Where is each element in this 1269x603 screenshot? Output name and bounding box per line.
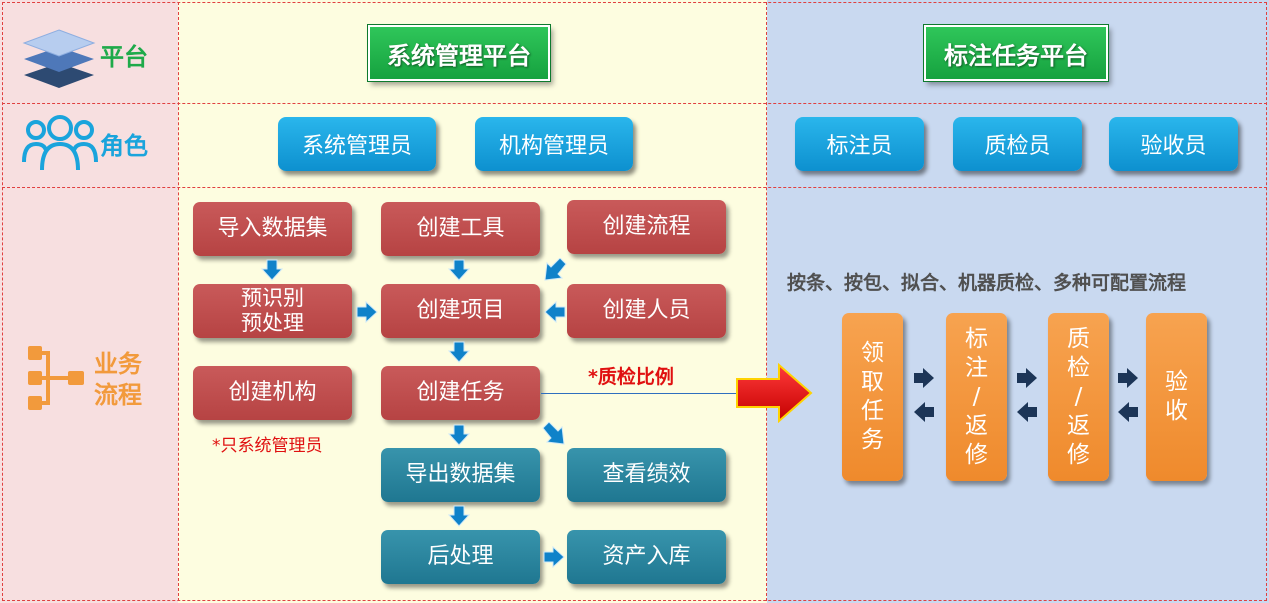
step-inspect-char: 检 [1067,354,1090,381]
step-create-workflow: 创建流程 [567,200,726,254]
step-accept-char: 收 [1165,398,1188,424]
arrow-down-right-icon [542,422,565,445]
arrow-down-icon [448,505,470,527]
step-create-org: 创建机构 [193,366,352,420]
step-create-task: 创建任务 [381,366,540,420]
step-preprocess-line1: 预识别 [241,286,304,310]
system-platform-title: 系统管理平台 [367,24,551,82]
category-process-label-line1: 业务 [94,350,142,378]
step-accept: 验 收 [1146,313,1207,481]
step-create-tool: 创建工具 [381,202,540,256]
annotation-platform-title: 标注任务平台 [923,24,1109,82]
step-accept-char: 验 [1165,369,1188,395]
arrow-right-icon [914,368,934,388]
step-inspect-char: 修 [1067,441,1090,468]
annotation-platform-column [767,0,1269,603]
category-process-label-line2: 流程 [94,381,142,409]
category-column [0,0,178,603]
category-platform-label: 平台 [100,43,148,71]
step-annotate-rework: 标 注 / 返 修 [946,313,1007,481]
arrow-right-icon [1118,368,1138,388]
step-preprocess-line2: 预处理 [241,311,304,335]
process-tree-icon [28,346,84,410]
big-right-arrow-icon [736,363,813,423]
arrow-down-icon [448,424,470,446]
step-preprocess: 预识别 预处理 [193,284,352,338]
role-acceptor: 验收员 [1109,117,1238,171]
arrow-left-icon [1118,402,1138,422]
arrow-left-icon [544,301,566,323]
step-create-staff: 创建人员 [567,284,726,338]
arrow-down-icon [448,259,470,281]
only-admin-note: *只系统管理员 [212,436,323,456]
users-icon [22,115,98,171]
step-annotate-char: 修 [965,441,988,468]
step-import-dataset: 导入数据集 [193,202,352,256]
step-claim-task-char: 取 [861,369,884,395]
category-role-label: 角色 [100,132,148,160]
column-divider-2 [766,2,767,601]
arrow-left-icon [914,402,934,422]
step-export-dataset: 导出数据集 [381,448,540,502]
task-connector-line [541,393,737,394]
step-annotate-char: / [972,383,981,410]
arrow-right-icon [543,546,565,568]
step-claim-task-char: 务 [861,427,884,453]
step-claim-task-char: 领 [861,340,884,366]
step-postprocess: 后处理 [381,530,540,584]
role-org-admin: 机构管理员 [475,117,633,171]
role-system-admin: 系统管理员 [278,117,436,171]
arrow-down-icon [448,341,470,363]
step-view-performance: 查看绩效 [567,448,726,502]
step-create-project: 创建项目 [381,284,540,338]
step-inspect-char: 返 [1067,412,1090,439]
arrow-right-icon [356,301,378,323]
arrow-right-icon [1017,368,1037,388]
arrow-down-left-icon [544,258,567,281]
step-annotate-char: 标 [965,325,988,352]
step-claim-task: 领 取 任 务 [842,313,903,481]
qc-ratio-note: *质检比例 [588,366,674,388]
arrow-down-icon [261,259,283,281]
layers-icon [22,29,96,88]
annotation-flow-description: 按条、按包、拟合、机器质检、多种可配置流程 [787,272,1187,294]
step-annotate-char: 注 [965,354,988,381]
step-asset-storage: 资产入库 [567,530,726,584]
row-divider-1 [2,103,1267,104]
arrow-left-icon [1017,402,1037,422]
step-claim-task-char: 任 [861,398,884,424]
step-inspect-rework: 质 检 / 返 修 [1048,313,1109,481]
row-divider-2 [2,187,1267,188]
step-annotate-char: 返 [965,412,988,439]
column-divider-1 [178,2,179,601]
step-inspect-char: / [1074,383,1083,410]
step-inspect-char: 质 [1067,325,1090,352]
role-inspector: 质检员 [953,117,1082,171]
role-annotator: 标注员 [795,117,924,171]
